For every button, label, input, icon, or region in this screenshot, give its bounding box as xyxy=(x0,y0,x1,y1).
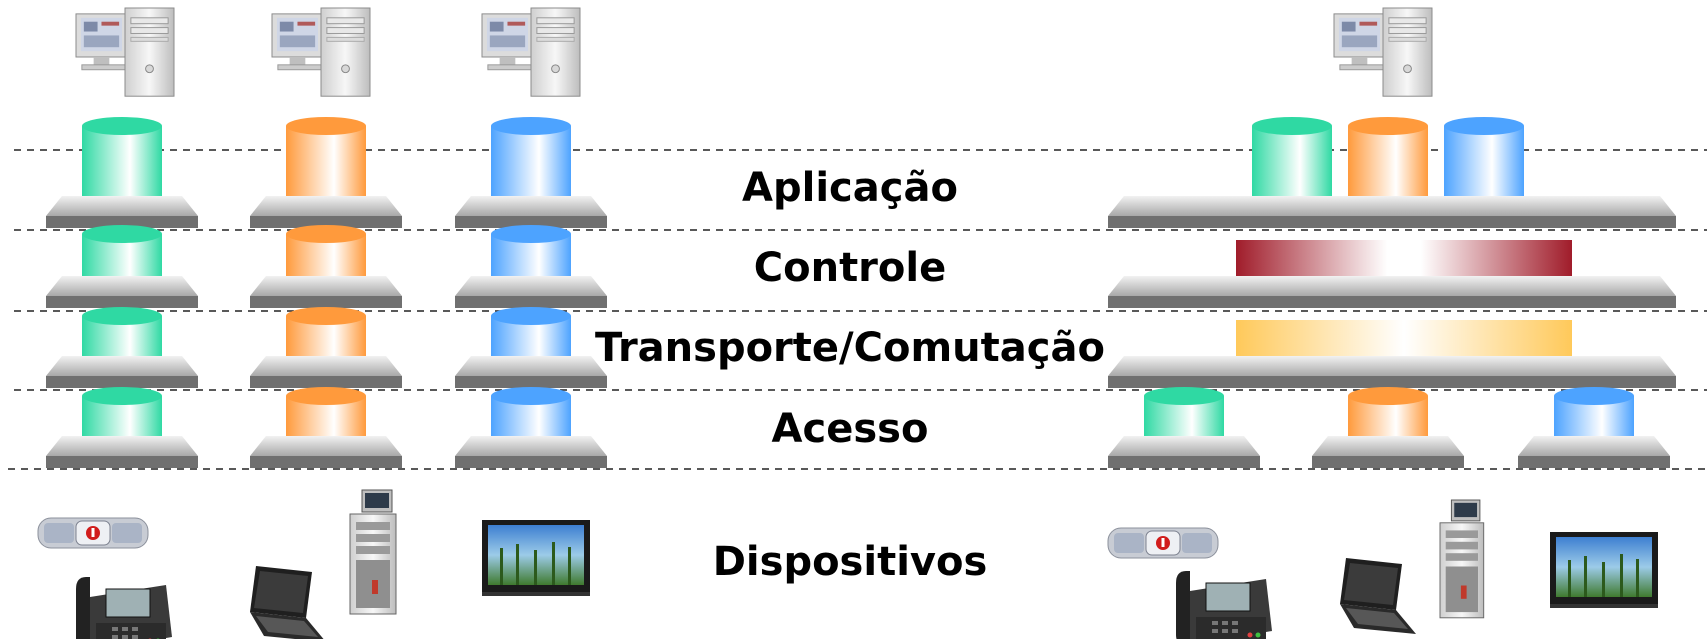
access-platform-1 xyxy=(1108,436,1260,468)
layer-label-acesso: Acesso xyxy=(771,406,929,452)
stack-1-platform-controle xyxy=(46,276,198,308)
converged-service-cylinder-orange xyxy=(1348,117,1428,214)
pda-phone-icon xyxy=(37,517,149,549)
stack-3-platform-transporte xyxy=(455,356,607,388)
stack-1-platform-transporte xyxy=(46,356,198,388)
layer-label-controle: Controle xyxy=(753,245,947,291)
desktop-computer-icon-1 xyxy=(75,7,175,97)
stack-2-platform-aplicacao xyxy=(250,196,402,228)
desktop-computer-icon-converged xyxy=(1333,7,1433,97)
stack-1-platform-acesso xyxy=(46,436,198,468)
laptop-icon xyxy=(250,566,326,639)
layer-label-aplicacao: Aplicação xyxy=(742,165,958,211)
server-tower-icon-converged xyxy=(1439,499,1485,619)
converged-service-cylinder-blue xyxy=(1444,117,1524,214)
desktop-computer-icon-3 xyxy=(481,7,581,97)
ip-phone-icon-converged xyxy=(1175,570,1273,639)
stack-2-cylinder-aplicacao xyxy=(286,117,366,214)
stack-1-cylinder-aplicacao xyxy=(82,117,162,214)
access-platform-3 xyxy=(1518,436,1670,468)
flat-tv-icon-converged xyxy=(1550,532,1658,608)
converged-platform-transporte xyxy=(1108,356,1676,388)
layer-label-transporte: Transporte/Comutação xyxy=(595,325,1105,371)
stack-3-platform-acesso xyxy=(455,436,607,468)
server-tower-icon xyxy=(349,489,397,615)
stack-3-platform-controle xyxy=(455,276,607,308)
stack-2-platform-transporte xyxy=(250,356,402,388)
converged-service-cylinder-green xyxy=(1252,117,1332,214)
stack-2-platform-acesso xyxy=(250,436,402,468)
laptop-icon-converged xyxy=(1340,558,1416,634)
converged-platform-controle xyxy=(1108,276,1676,308)
stack-3-platform-aplicacao xyxy=(455,196,607,228)
desktop-computer-icon-2 xyxy=(271,7,371,97)
converged-platform-aplicacao xyxy=(1108,196,1676,228)
ip-phone-icon xyxy=(75,576,173,639)
stack-1-platform-aplicacao xyxy=(46,196,198,228)
stack-3-cylinder-aplicacao xyxy=(491,117,571,214)
stack-2-platform-controle xyxy=(250,276,402,308)
access-platform-2 xyxy=(1312,436,1464,468)
layer-label-dispositivos: Dispositivos xyxy=(712,539,988,585)
